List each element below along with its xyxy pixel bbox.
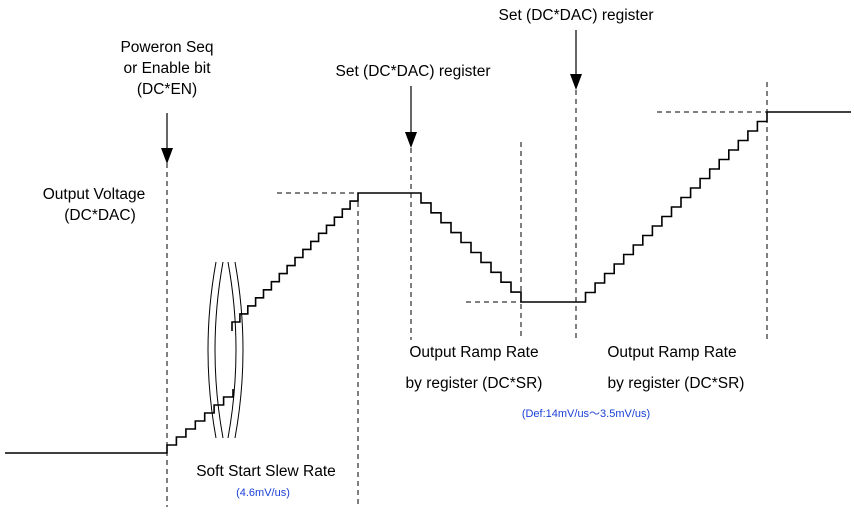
poweron-label-line3: (DC*EN)	[137, 81, 197, 98]
set-dac-2-arrow-head	[570, 74, 582, 90]
output-voltage-label-line2: (DC*DAC)	[64, 207, 135, 224]
brace-right-inner	[227, 261, 237, 439]
enable-arrow-head	[161, 148, 173, 164]
brace-right-outer	[234, 261, 244, 439]
soft-start-rate-note: (4.6mV/us)	[236, 487, 290, 499]
soft-start-braces	[207, 261, 244, 439]
poweron-label-line1: Poweron Seq	[120, 39, 213, 56]
set-dac-1-arrow-head	[405, 132, 417, 148]
set-dac-label-2: Set (DC*DAC) register	[498, 7, 653, 24]
ramp-default-note: (Def:14mV/us～3.5mV/us)	[522, 408, 650, 420]
poweron-label-line2: or Enable bit	[123, 60, 211, 77]
arrows	[161, 30, 582, 164]
brace-left-outer	[207, 261, 217, 439]
ramp-rate-label-1-line1: Output Ramp Rate	[409, 344, 538, 361]
ramp-rate-label-2-line2: by register (DC*SR)	[608, 375, 745, 392]
ramp-rate-label-2-line1: Output Ramp Rate	[607, 344, 736, 361]
soft-start-label: Soft Start Slew Rate	[196, 463, 336, 480]
set-dac-label-1: Set (DC*DAC) register	[335, 63, 490, 80]
output-voltage-waveform	[5, 111, 851, 454]
brace-left-inner	[214, 261, 224, 439]
output-voltage-label-line1: Output Voltage	[43, 186, 146, 203]
dashed-markers	[166, 82, 768, 507]
ramp-rate-label-1-line2: by register (DC*SR)	[406, 375, 543, 392]
